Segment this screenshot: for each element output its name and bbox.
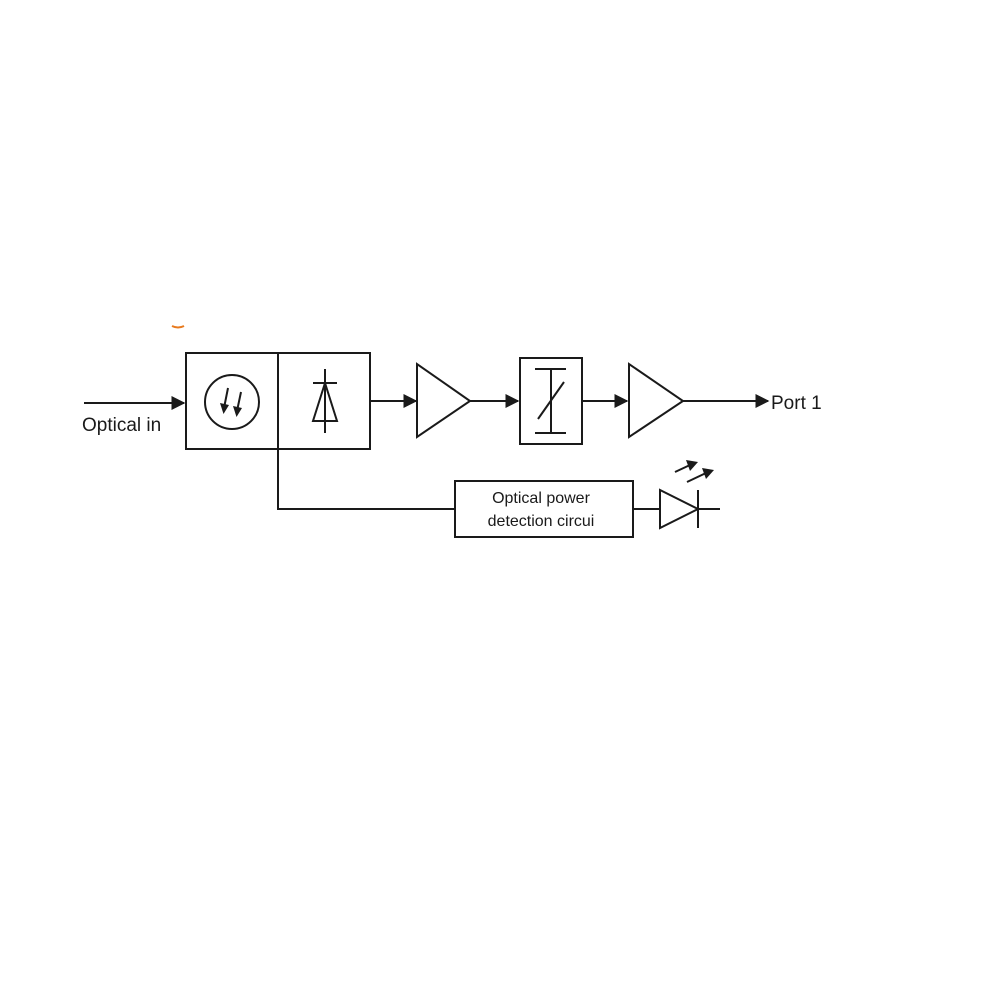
amplifier-icon xyxy=(628,362,685,439)
port-1-label: Port 1 xyxy=(771,393,822,414)
light-receive-icon xyxy=(204,374,260,430)
led-icon xyxy=(659,460,720,530)
tunable-filter-icon xyxy=(519,357,583,445)
amplifier-icon xyxy=(416,362,472,439)
accent-mark xyxy=(171,325,185,329)
detection-circuit-label-2: detection circui xyxy=(488,513,595,530)
detector-branch-line xyxy=(277,449,455,510)
photodiode-icon xyxy=(311,369,339,433)
optical-in-label: Optical in xyxy=(82,415,161,436)
detection-circuit-label-1: Optical power xyxy=(492,490,590,507)
